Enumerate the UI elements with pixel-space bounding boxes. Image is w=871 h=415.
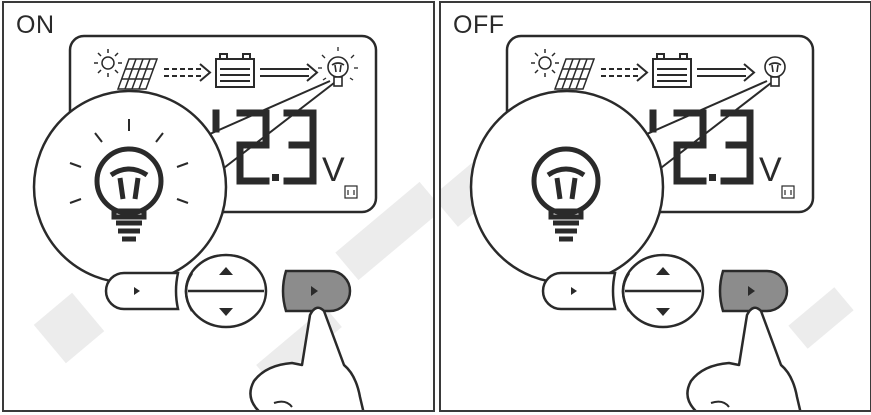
state-label-off: OFF	[453, 11, 507, 39]
panel-load-on: V	[2, 1, 435, 412]
button-right-pressed[interactable]	[283, 271, 350, 311]
panel-illustration: V	[4, 3, 435, 412]
voltage-unit: V	[322, 151, 345, 189]
voltage-unit: V	[759, 151, 782, 189]
state-label-on: ON	[16, 11, 57, 39]
panel-load-off: V	[439, 1, 871, 412]
button-up-down[interactable]	[623, 255, 703, 327]
button-left[interactable]	[106, 273, 178, 309]
button-left[interactable]	[543, 273, 615, 309]
panel-illustration: V	[441, 3, 871, 412]
hand-pointer-icon	[687, 308, 801, 412]
button-right-pressed[interactable]	[720, 271, 787, 311]
button-up-down[interactable]	[186, 255, 266, 327]
